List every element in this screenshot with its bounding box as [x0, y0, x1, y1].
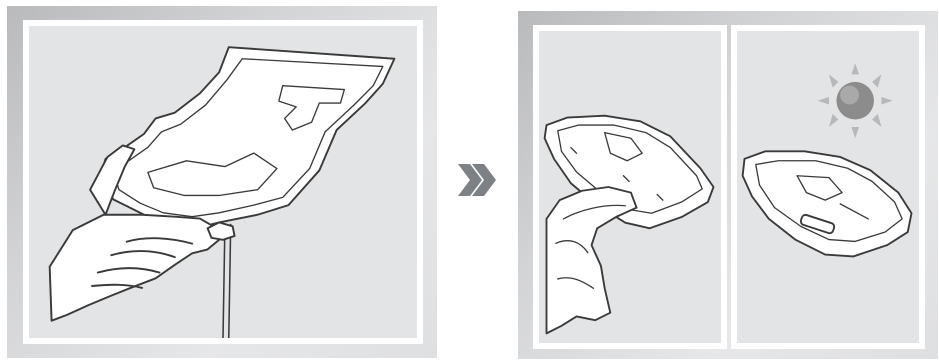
remove-mop-cloth-frame: [23, 20, 423, 344]
drying-mop-bracket: [743, 151, 912, 256]
dry-in-sun-illustration: [737, 31, 919, 343]
step-remove-mop-cloth-panel: [7, 6, 437, 358]
next-step-double-chevron-icon: [456, 162, 496, 198]
wipe-mop-bracket-illustration: [539, 31, 721, 343]
remove-mop-cloth-illustration: [29, 26, 417, 338]
sun-icon: [818, 63, 893, 138]
wipe-bracket-frame: [533, 25, 727, 349]
dry-bracket-frame: [731, 25, 925, 349]
step-clean-and-dry-panel: [518, 11, 938, 359]
mop-cloth: [100, 47, 395, 228]
